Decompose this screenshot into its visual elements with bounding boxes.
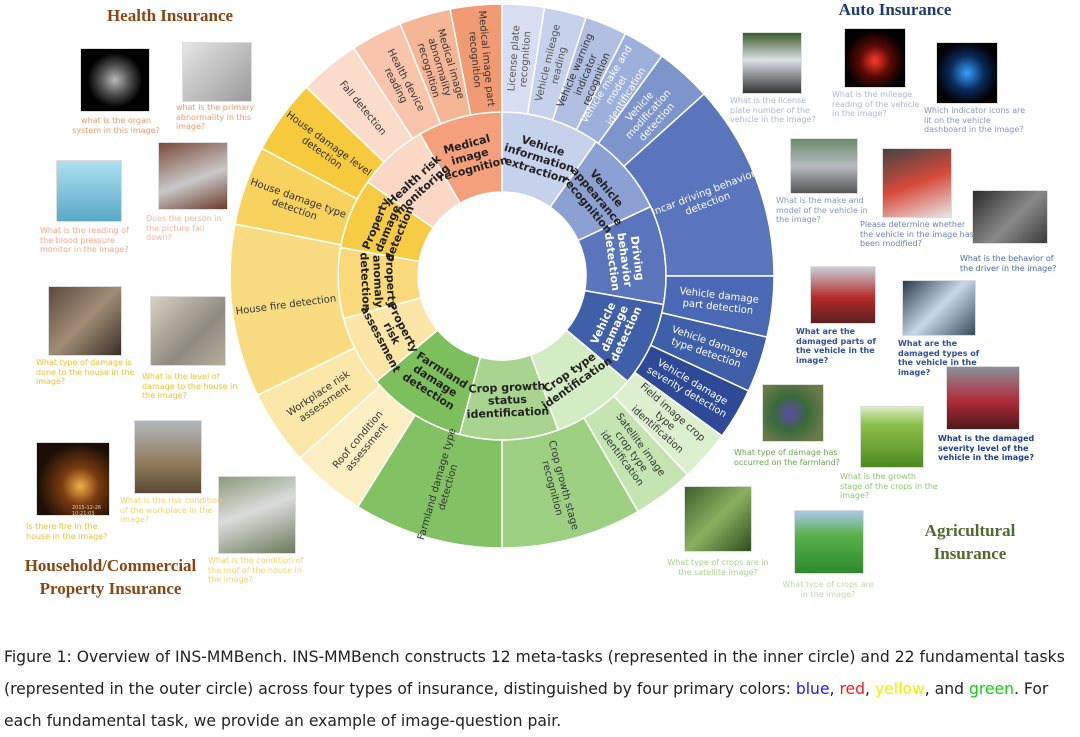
workplace-image: [134, 420, 202, 494]
question-fire: Is there fire in the house in the image?: [26, 522, 108, 541]
question-house-damage-type: What type of damage is done to the house…: [36, 358, 135, 386]
question-damaged-parts: What are the damaged parts of the vehicl…: [796, 327, 876, 365]
property-insurance-heading-line2: Property Insurance: [39, 579, 182, 598]
caption-yellow: yellow: [874, 680, 925, 698]
meta-task-label-prop-anomaly: Propertyanomalydetection: [357, 251, 398, 312]
question-damaged-types: What are the damaged types of the vehicl…: [898, 339, 980, 377]
caption-sep1: ,: [829, 680, 840, 698]
damaged-red-car-image: [946, 366, 1020, 430]
question-indicator: Which indicator icons are lit on the veh…: [924, 106, 1026, 134]
question-primary-abnormality: what is the primary abnormality in this …: [176, 103, 255, 131]
property-insurance-heading-line1: Household/Commercial: [24, 556, 197, 575]
roof-image: [218, 476, 296, 554]
caption-sep2: ,: [865, 680, 875, 698]
silver-car-image: [790, 138, 858, 194]
question-workplace: What is the risk condition of the workpl…: [120, 496, 223, 524]
flooded-farmland-image: [762, 384, 824, 442]
green-field-image: [794, 510, 864, 574]
agricultural-insurance-heading-line1: Agricultural: [924, 521, 1016, 540]
task-label-plate: License platerecognition: [506, 25, 534, 93]
question-make-model: What is the make and model of the vehicl…: [776, 196, 868, 224]
caption-tail: . For each fundamental task, we provide …: [4, 680, 1049, 730]
satellite-crop-image: [684, 486, 752, 552]
question-organ-system: what is the organ system in this image?: [72, 116, 160, 135]
question-modified: Please determine whether the vehicle in …: [860, 220, 974, 248]
agricultural-insurance-heading-line2: Insurance: [933, 544, 1007, 563]
angiography-image: [182, 42, 252, 102]
task-device: [352, 22, 442, 140]
rice-field-image: [860, 406, 924, 468]
caption-sep3: , and: [924, 680, 969, 698]
driver-image: [972, 190, 1048, 244]
center-hole: [418, 192, 586, 360]
warning-dashboard-image: [936, 42, 998, 104]
health-insurance-heading: Health Insurance: [106, 6, 234, 25]
cracked-wall-image: [150, 296, 226, 366]
question-crops: What type of crops are in the image?: [782, 580, 874, 599]
meta-task-label-crop-growth: Crop growthstatusidentification: [465, 379, 549, 421]
question-growth: What is the growth stage of the crops in…: [840, 472, 938, 500]
sunburst-chart: MedicalimagerecognitionVehicleinformatio…: [229, 3, 775, 549]
question-driver-behavior: What is the behavior of the driver in th…: [960, 254, 1057, 273]
fire-photo-timestamp: 2015-12-26 10:21:03: [72, 505, 102, 517]
license-plate-car-image: [742, 32, 802, 94]
blood-pressure-monitor-image: [56, 160, 122, 222]
question-farmland: What type of damage has occurred on the …: [734, 448, 840, 467]
question-roof: What is the condition of the roof of the…: [208, 556, 304, 584]
question-house-damage-level: What is the level of damage to the house…: [142, 372, 238, 400]
fallen-person-image: [158, 142, 228, 210]
auto-insurance-heading: Auto Insurance: [838, 0, 952, 19]
caption-lead: Figure 1: Overview of INS-MMBench. INS-M…: [4, 648, 1065, 698]
house-fire-image: [36, 442, 110, 516]
mileage-dashboard-image: [844, 28, 906, 88]
figure-caption: Figure 1: Overview of INS-MMBench. INS-M…: [4, 641, 1078, 737]
car-door-damage-image: [902, 280, 976, 336]
question-satellite: What type of crops are in the satellite …: [667, 558, 769, 577]
question-fall: Does the person in the picture fall down…: [146, 214, 222, 242]
caption-blue: blue: [795, 680, 830, 698]
question-blood-pressure: What is the reading of the blood pressur…: [40, 226, 129, 254]
question-license-plate: What is the license plate number of the …: [730, 96, 816, 124]
question-severity: What is the damaged severity level of th…: [938, 434, 1035, 462]
modified-car-image: [882, 148, 952, 218]
red-car-damage-image: [810, 266, 876, 324]
caption-red: red: [839, 680, 866, 698]
damaged-house-room-image: [48, 286, 122, 356]
question-mileage: What is the mileage reading of the vehic…: [832, 90, 920, 118]
ct-scan-image: [80, 48, 150, 112]
caption-green: green: [968, 680, 1014, 698]
